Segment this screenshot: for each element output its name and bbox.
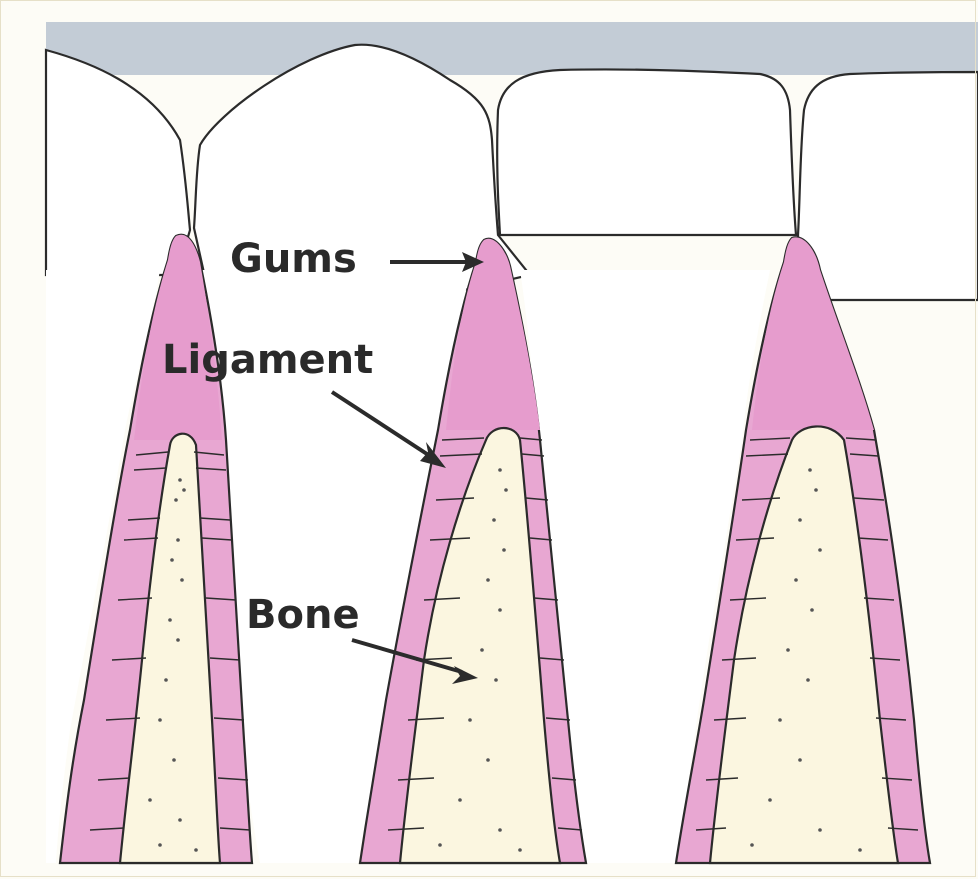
tooth-crown-right-2	[798, 72, 978, 300]
tooth-crown-right-1	[497, 69, 796, 235]
label-ligament: Ligament	[162, 337, 373, 383]
label-bone: Bone	[246, 592, 360, 638]
label-gums: Gums	[230, 236, 357, 282]
blue-top-band	[46, 22, 978, 75]
tooth-crown-left	[46, 50, 190, 275]
